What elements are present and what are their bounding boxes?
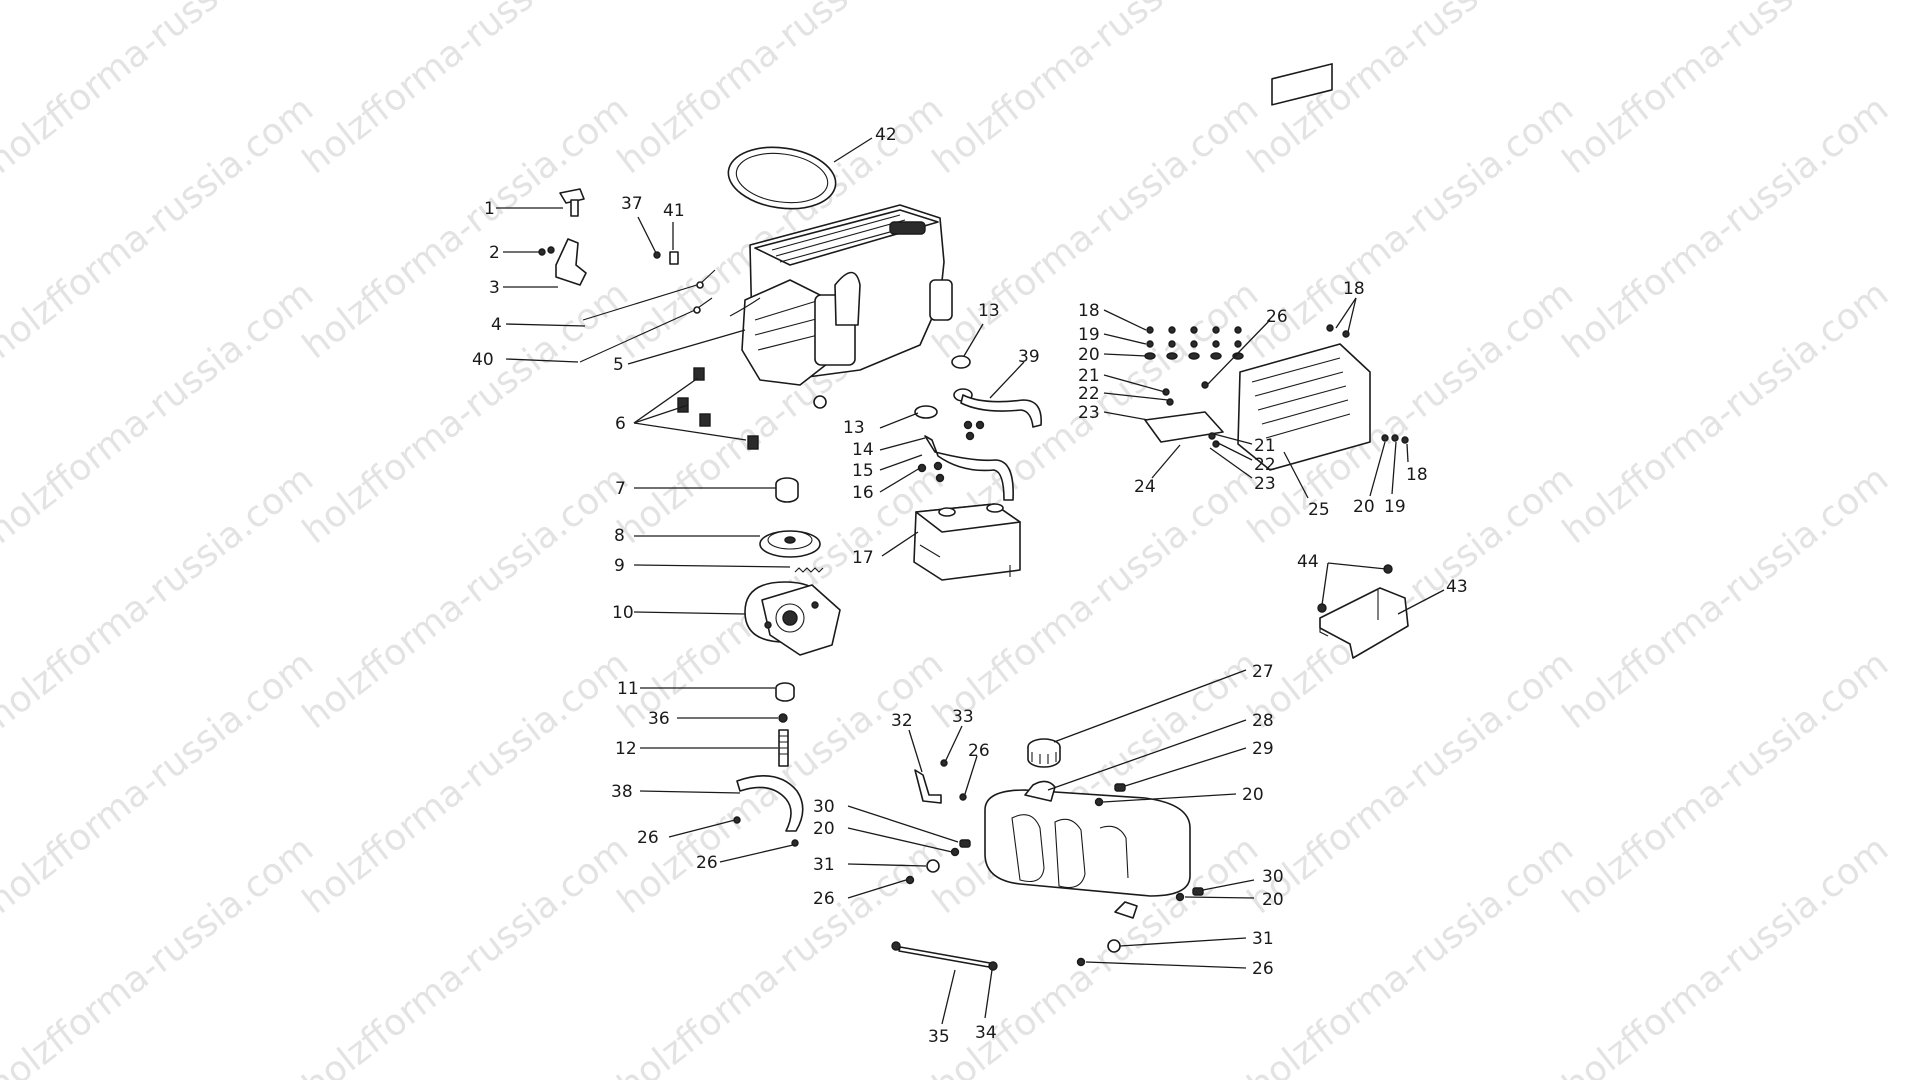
callout-label-9: 9 <box>614 556 625 576</box>
callout-label-16: 16 <box>852 483 874 503</box>
tank-bracket <box>914 759 967 804</box>
long-bolt <box>778 729 789 767</box>
callout-label-11: 11 <box>617 679 639 699</box>
curved-bracket <box>736 775 804 832</box>
muffler-heat-shield <box>1237 63 1371 471</box>
control-knob <box>559 188 585 217</box>
guard-plate <box>1317 564 1409 659</box>
callout-label-26: 26 <box>696 853 718 873</box>
callout-label-35: 35 <box>928 1027 950 1047</box>
callout-label-12: 12 <box>615 739 637 759</box>
callout-label-5: 5 <box>613 355 624 375</box>
callout-label-34: 34 <box>975 1023 997 1043</box>
callout-label-17: 17 <box>852 548 874 568</box>
fuel-tank <box>984 780 1191 919</box>
callout-label-20: 20 <box>813 819 835 839</box>
callout-label-13: 13 <box>843 418 865 438</box>
callout-label-28: 28 <box>1252 711 1274 731</box>
callout-label-25: 25 <box>1308 500 1330 520</box>
callout-label-18: 18 <box>1078 301 1100 321</box>
callout-label-1: 1 <box>484 199 495 219</box>
control-cables <box>579 269 716 363</box>
callout-label-19: 19 <box>1078 325 1100 345</box>
callout-label-20: 20 <box>1078 345 1100 365</box>
callout-label-26: 26 <box>637 828 659 848</box>
callout-label-15: 15 <box>852 461 874 481</box>
callout-label-18: 18 <box>1406 465 1428 485</box>
clip-41 <box>669 251 679 265</box>
callout-label-10: 10 <box>612 603 634 623</box>
callout-label-43: 43 <box>1446 577 1468 597</box>
callout-label-31: 31 <box>1252 929 1274 949</box>
callout-label-26: 26 <box>1252 959 1274 979</box>
engine-block <box>729 204 953 409</box>
screw-37 <box>653 251 661 259</box>
pulley <box>759 530 821 558</box>
mounting-plate <box>1144 411 1224 443</box>
callout-label-22: 22 <box>1254 455 1276 475</box>
callout-label-26: 26 <box>813 889 835 909</box>
callout-label-19: 19 <box>1384 497 1406 517</box>
callout-label-21: 21 <box>1078 366 1100 386</box>
callout-label-22: 22 <box>1078 384 1100 404</box>
callout-label-33: 33 <box>952 707 974 727</box>
callout-label-41: 41 <box>663 201 685 221</box>
callout-label-7: 7 <box>615 479 626 499</box>
callout-label-32: 32 <box>891 711 913 731</box>
callout-label-14: 14 <box>852 440 874 460</box>
callout-label-29: 29 <box>1252 739 1274 759</box>
spring <box>794 567 824 573</box>
callout-label-30: 30 <box>1262 867 1284 887</box>
callout-label-6: 6 <box>615 414 626 434</box>
callout-label-27: 27 <box>1252 662 1274 682</box>
callout-label-2: 2 <box>489 243 500 263</box>
callout-label-13: 13 <box>978 301 1000 321</box>
nut-26b <box>791 839 799 847</box>
spacer <box>775 477 799 503</box>
callout-label-3: 3 <box>489 278 500 298</box>
callout-label-26: 26 <box>1266 307 1288 327</box>
callout-label-8: 8 <box>614 526 625 546</box>
belt-ring <box>727 146 837 210</box>
callout-label-26: 26 <box>968 741 990 761</box>
callout-label-30: 30 <box>813 797 835 817</box>
callout-label-44: 44 <box>1297 552 1319 572</box>
washer-36 <box>778 713 788 723</box>
callout-label-37: 37 <box>621 194 643 214</box>
callout-label-23: 23 <box>1078 403 1100 423</box>
throttle-bracket <box>538 238 587 286</box>
callout-label-39: 39 <box>1018 347 1040 367</box>
callout-label-31: 31 <box>813 855 835 875</box>
callout-label-20: 20 <box>1262 890 1284 910</box>
callout-label-20: 20 <box>1242 785 1264 805</box>
callout-label-23: 23 <box>1254 474 1276 494</box>
callout-label-40: 40 <box>472 350 494 370</box>
callout-label-36: 36 <box>648 709 670 729</box>
shield-hardware <box>1144 324 1409 448</box>
fuel-cap <box>1027 738 1061 768</box>
fuel-line <box>891 941 998 971</box>
exhaust-pipe <box>914 355 1042 501</box>
tank-hardware <box>905 783 1204 967</box>
muffler <box>913 503 1021 581</box>
callout-label-21: 21 <box>1254 436 1276 456</box>
parts-drawing <box>538 63 1409 971</box>
callout-label-18: 18 <box>1343 279 1365 299</box>
callout-label-42: 42 <box>875 125 897 145</box>
callout-label-24: 24 <box>1134 477 1156 497</box>
adapter <box>775 682 795 702</box>
callout-label-4: 4 <box>491 315 502 335</box>
electric-clutch <box>744 581 841 656</box>
callout-leaders <box>496 137 1445 1025</box>
callout-label-20: 20 <box>1353 497 1375 517</box>
callout-label-38: 38 <box>611 782 633 802</box>
